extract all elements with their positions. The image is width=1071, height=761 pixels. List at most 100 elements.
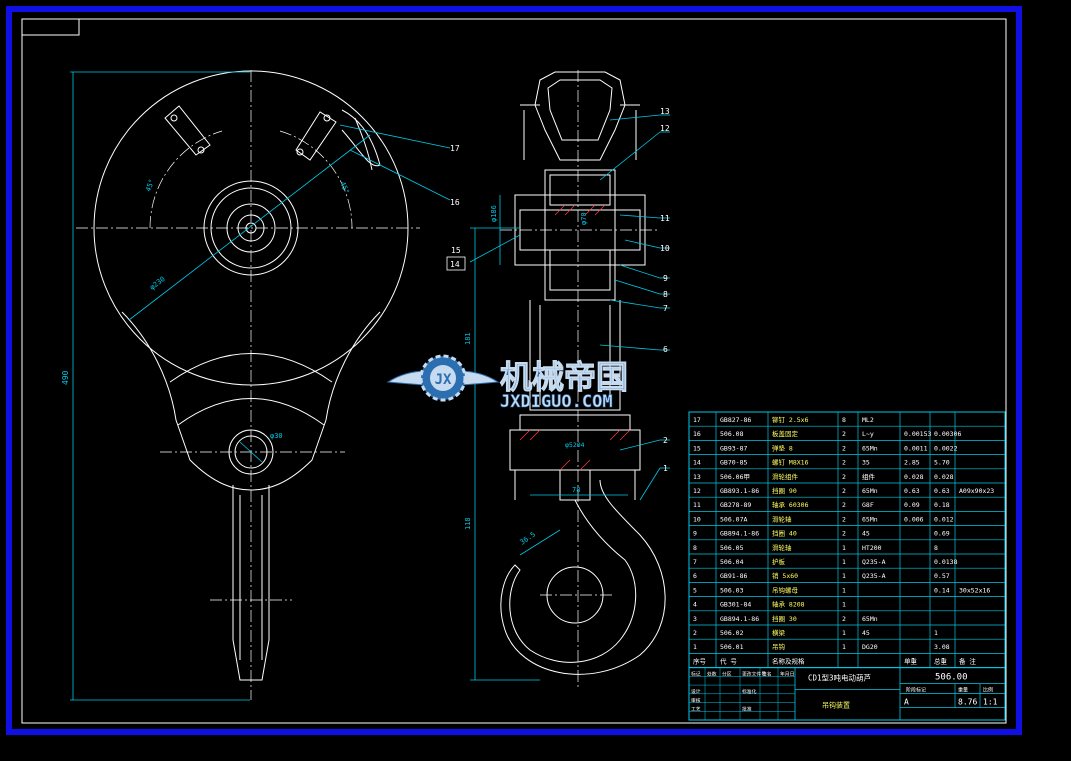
table-cell: GB278-89: [720, 501, 751, 509]
table-cell: DG20: [862, 643, 878, 651]
front-view-dimensions: [70, 71, 451, 701]
table-cell: 7: [693, 558, 697, 566]
table-cell: 2.85: [904, 459, 920, 467]
table-cell: 0.09: [904, 501, 920, 509]
table-cell: 3: [693, 615, 697, 623]
table-cell: 2: [842, 530, 846, 538]
table-cell: 506.08: [720, 430, 744, 438]
table-header-cell: 单重: [904, 656, 918, 665]
table-cell: 0.00306: [934, 430, 961, 438]
table-cell: 轴承 60306: [772, 500, 809, 509]
svg-text:JX: JX: [435, 372, 452, 388]
table-cell: GB827-86: [720, 416, 751, 424]
signature-label: 年月日: [780, 671, 794, 678]
table-cell: 5: [693, 586, 697, 594]
table-cell: 横梁: [772, 628, 786, 637]
signature-label: 标记: [691, 671, 701, 678]
table-cell: 14: [693, 459, 701, 467]
table-cell: 1: [842, 558, 846, 566]
table-cell: 11: [693, 501, 701, 509]
table-header-cell: 备 注: [959, 656, 976, 665]
table-cell: 板盖固定: [772, 429, 799, 438]
table-cell: 轴承 8208: [772, 600, 805, 609]
signature-label: 处数: [707, 671, 717, 678]
title-col-label: 比例: [983, 687, 993, 694]
dim-angle-45-left: 45°: [144, 178, 156, 193]
gear-wings-logo-icon: JX: [386, 354, 500, 402]
balloon-16: 16: [450, 198, 460, 207]
table-cell: 35: [862, 459, 870, 467]
table-cell: 滑轮组件: [772, 472, 799, 481]
table-cell: 30x52x16: [959, 586, 990, 594]
balloon-17: 17: [450, 144, 460, 153]
table-cell: 1: [842, 643, 846, 651]
inner-white-border: [21, 18, 1007, 724]
table-cell: 0.63: [934, 487, 950, 495]
table-cell: GB301-84: [720, 601, 751, 609]
dim-phi186: φ186: [490, 205, 498, 222]
table-cell: 8: [842, 416, 846, 424]
signature-label: 审核: [691, 697, 701, 704]
table-cell: 506.05: [720, 544, 744, 552]
dim-181: 181: [464, 332, 472, 345]
signature-label: 批准: [742, 706, 752, 713]
table-cell: 65Mn: [862, 615, 878, 623]
dim-phi30: φ30: [270, 432, 283, 440]
table-cell: 铆钉 2.5x6: [772, 415, 809, 424]
table-cell: 0.012: [934, 515, 954, 523]
table-cell: 506.02: [720, 629, 744, 637]
table-header-cell: 名称及规格: [772, 656, 805, 665]
balloon-6: 6: [663, 345, 668, 354]
table-cell: 45: [862, 530, 870, 538]
table-cell: 0.69: [934, 530, 950, 538]
signature-label: 工艺: [691, 707, 701, 713]
table-cell: 3.08: [934, 643, 950, 651]
table-cell: G8F: [862, 501, 874, 509]
table-cell: 2: [842, 487, 846, 495]
table-cell: 组件: [862, 472, 876, 481]
table-cell: GB70-85: [720, 459, 747, 467]
balloon-14-box: [446, 256, 466, 271]
table-cell: 挡圈 90: [772, 486, 797, 495]
table-cell: 2: [842, 430, 846, 438]
table-cell: 45: [862, 629, 870, 637]
table-row: 14 GB70-85 螺钉 M8X16 2 35 2.85 5.70: [693, 458, 950, 467]
table-cell: 螺钉 M8X16: [772, 458, 809, 467]
table-header-row: 序号代 号名称及规格单重总重备 注: [693, 656, 976, 665]
table-cell: 1: [842, 572, 846, 580]
product-name: CD1型3吨电动葫芦: [808, 673, 872, 683]
dim-365: 36.5: [519, 530, 537, 546]
front-view-centerlines: [76, 70, 420, 700]
table-row: 17 GB827-86 铆钉 2.5x6 8 ML2: [693, 415, 874, 424]
table-cell: 5.70: [934, 459, 950, 467]
table-cell: 滑轮轴: [772, 514, 792, 523]
balloon-15: 15: [451, 246, 461, 255]
drawing-number: 506.00: [935, 673, 968, 683]
table-cell: 65Mn: [862, 487, 878, 495]
table-cell: 2: [842, 515, 846, 523]
section-centerlines: [500, 70, 660, 690]
balloon-10: 10: [660, 244, 670, 253]
table-cell: 吊钩螺母: [772, 585, 799, 594]
table-cell: 6: [693, 572, 697, 580]
table-cell: 8: [693, 544, 697, 552]
signature-label: 签名: [762, 671, 772, 678]
dim-118: 118: [464, 517, 472, 530]
scale-value: 1:1: [983, 698, 998, 707]
table-cell: 2: [842, 459, 846, 467]
table-cell: 1: [693, 643, 697, 651]
title-col-label: 阶段标记: [906, 687, 926, 694]
section-view: [500, 71, 666, 675]
table-cell: 17: [693, 416, 701, 424]
table-cell: ML2: [862, 416, 874, 424]
